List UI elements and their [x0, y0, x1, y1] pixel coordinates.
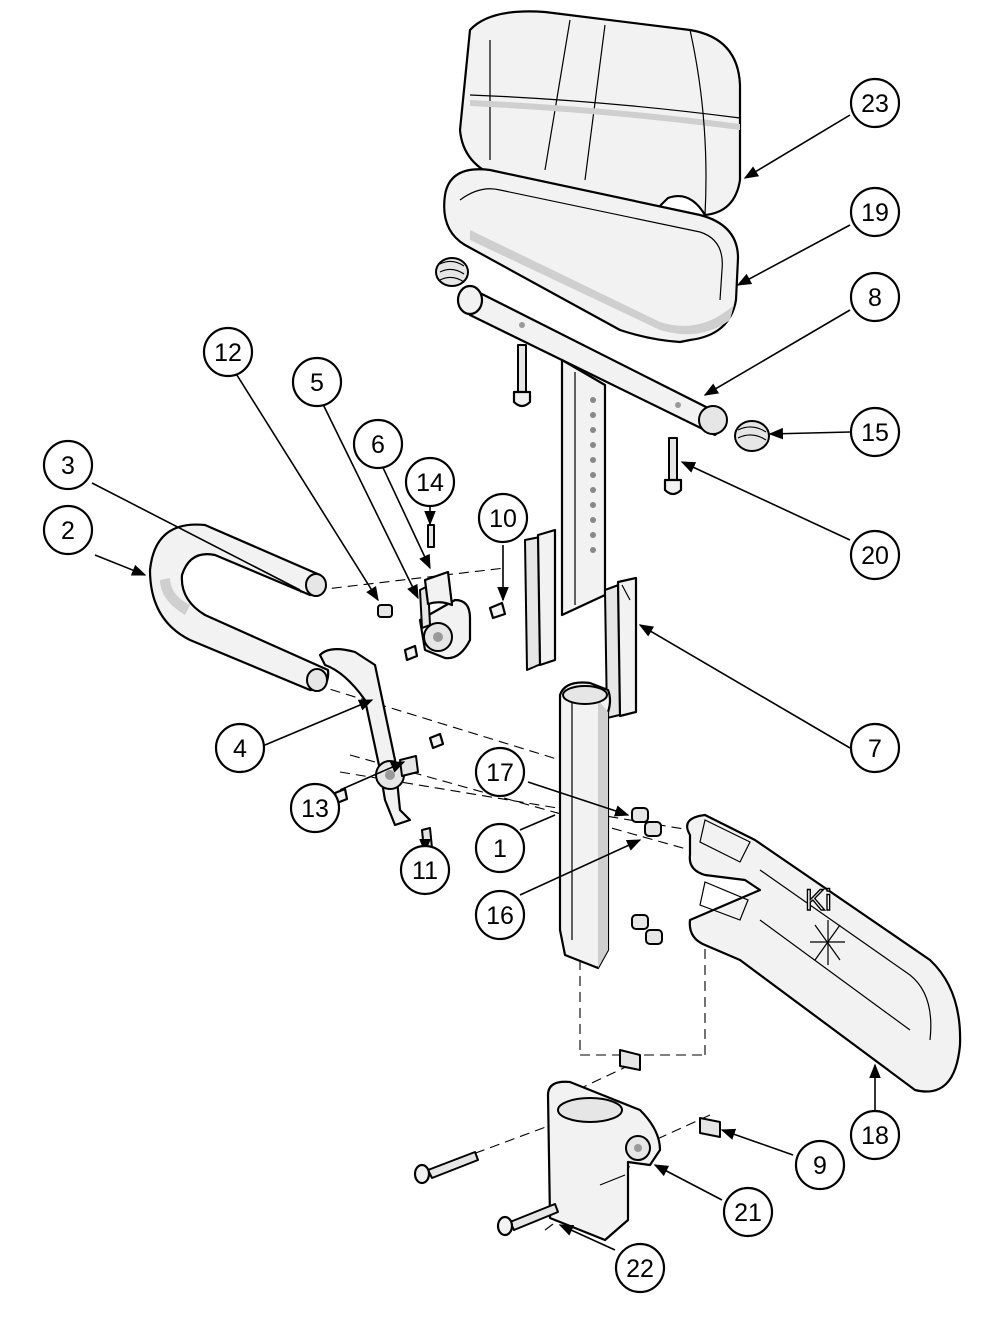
callout-circle — [474, 889, 526, 941]
callout-circle — [474, 746, 526, 798]
callout-circle — [794, 1139, 846, 1191]
arm-tube-assembly — [435, 257, 770, 452]
callout-circle — [289, 782, 341, 834]
side-guard: Ki — [686, 813, 962, 1093]
callout-2: 2 — [42, 504, 94, 556]
callout-circle — [849, 722, 901, 774]
callout-number: 5 — [310, 369, 324, 397]
callout-circle — [474, 822, 526, 874]
callout-22: 22 — [614, 1242, 666, 1294]
callout-19: 19 — [849, 186, 901, 238]
long-bolts — [413, 1151, 559, 1237]
callout-21: 21 — [722, 1186, 774, 1238]
callout-number: 19 — [861, 199, 889, 227]
callout-circle — [202, 326, 254, 378]
callout-14: 14 — [404, 456, 456, 508]
callout-11: 11 — [399, 844, 451, 896]
shims — [524, 528, 638, 719]
callout-12: 12 — [202, 326, 254, 378]
brand-logo: Ki — [804, 883, 845, 965]
callout-15: 15 — [849, 406, 901, 458]
callout-number: 1 — [493, 835, 507, 863]
callout-circle — [291, 356, 343, 408]
callout-number: 22 — [626, 1255, 654, 1283]
arm-post — [560, 358, 607, 617]
callout-circle — [352, 418, 404, 470]
receiver-tube — [558, 681, 612, 970]
callout-5: 5 — [291, 356, 343, 408]
callout-number: 12 — [214, 339, 242, 367]
callout-number: 23 — [861, 90, 889, 118]
callout-number: 13 — [301, 795, 329, 823]
arm-pad-cover — [458, 10, 742, 224]
callout-number: 17 — [486, 759, 514, 787]
callout-circle — [849, 406, 901, 458]
arm-pad-base — [443, 168, 740, 344]
nuts — [619, 1049, 721, 1138]
end-cap-left — [435, 257, 469, 287]
lower-bracket — [546, 1080, 662, 1242]
callout-number: 3 — [61, 452, 75, 480]
callout-number: 4 — [233, 735, 247, 763]
callout-8: 8 — [849, 271, 901, 323]
callout-13: 13 — [289, 782, 341, 834]
callout-number: 6 — [371, 431, 385, 459]
clamp-assembly — [333, 524, 507, 851]
callout-circle — [214, 722, 266, 774]
leader-lines — [91, 114, 881, 1251]
callout-number: 8 — [868, 284, 882, 312]
callout-7: 7 — [849, 722, 901, 774]
end-cap-right — [734, 420, 770, 452]
screws-top — [512, 344, 683, 496]
callout-circle — [849, 77, 901, 129]
callout-3: 3 — [42, 439, 94, 491]
u-handle — [148, 523, 330, 692]
callout-10: 10 — [477, 492, 529, 544]
callout-6: 6 — [352, 418, 404, 470]
callout-number: 15 — [861, 419, 889, 447]
pins — [631, 807, 663, 945]
callout-circle — [42, 504, 94, 556]
svg-text:Ki: Ki — [805, 884, 832, 917]
callout-20: 20 — [849, 529, 901, 581]
callout-number: 9 — [813, 1152, 827, 1180]
callout-number: 2 — [61, 517, 75, 545]
callout-circle — [849, 1109, 901, 1161]
callout-9: 9 — [794, 1139, 846, 1191]
callout-17: 17 — [474, 746, 526, 798]
callout-number: 16 — [486, 902, 514, 930]
callout-1: 1 — [474, 822, 526, 874]
callout-number: 10 — [489, 505, 517, 533]
callout-number: 11 — [412, 857, 438, 885]
callout-circle — [477, 492, 529, 544]
callout-number: 14 — [416, 469, 444, 497]
callout-circle — [404, 456, 456, 508]
release-lever — [318, 648, 412, 827]
callout-23: 23 — [849, 77, 901, 129]
callout-circle — [849, 271, 901, 323]
callout-circle — [849, 529, 901, 581]
callout-circle — [614, 1242, 666, 1294]
callout-circle — [42, 439, 94, 491]
callout-number: 7 — [868, 735, 882, 763]
callout-number: 20 — [861, 542, 889, 570]
callout-18: 18 — [849, 1109, 901, 1161]
callout-circle — [399, 844, 451, 896]
callout-circle — [849, 186, 901, 238]
callout-16: 16 — [474, 889, 526, 941]
callout-number: 21 — [734, 1199, 762, 1227]
callout-4: 4 — [214, 722, 266, 774]
callout-circle — [722, 1186, 774, 1238]
callout-number: 18 — [861, 1122, 889, 1150]
